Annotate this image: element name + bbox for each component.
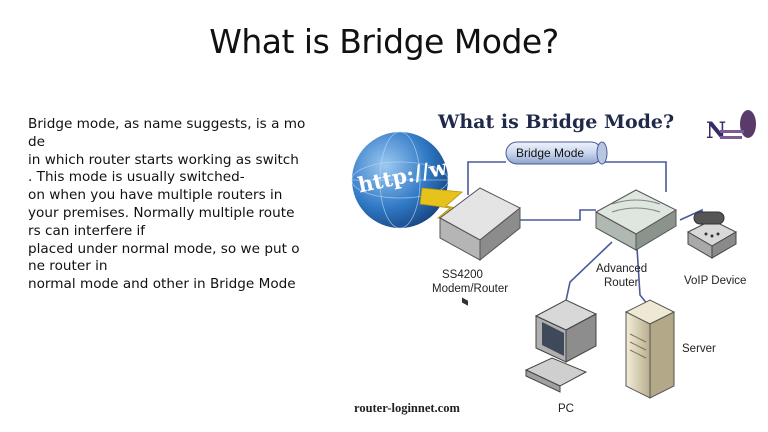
body-line: in which router starts working as switch [28,151,299,168]
router-label-2: Router [604,277,639,289]
voip-phone-icon [686,211,738,259]
body-text: Bridge mode, as name suggests, is a mo d… [28,116,348,294]
body-line: ne router in [28,258,108,275]
body-line: normal mode and other in Bridge Mode [28,276,296,293]
voip-label: VoIP Device [684,275,746,287]
logo-icon: N [702,108,758,148]
network-cables [467,161,703,311]
body-line: . This mode is usually switched- [28,169,245,186]
body-line: de [28,133,45,150]
server-icon [624,299,676,399]
server-label: Server [682,343,716,355]
body-line: your premises. Normally multiple route [28,204,295,221]
website-url: router-loginnet.com [354,401,460,415]
bridge-mode-tube: Bridge Mode [505,141,608,165]
body-line: placed under normal mode, so we put o [28,240,300,257]
modem-router-icon [439,187,521,306]
body-line: on when you have multiple routers in [28,187,283,204]
modem-label-2: Modem/Router [432,283,508,295]
pc-icon [524,299,598,393]
body-line: rs can interfere if [28,222,146,239]
modem-label-1: SS4200 [442,269,483,281]
bridge-mode-diagram: What is Bridge Mode? N Bridge Mode [350,100,768,420]
router-label-1: Advanced [596,263,647,275]
body-line: Bridge mode, as name suggests, is a mo [28,116,306,132]
slide-title: What is Bridge Mode? [209,22,559,61]
bridge-mode-label: Bridge Mode [516,146,584,160]
diagram-title: What is Bridge Mode? [437,111,674,133]
pc-label: PC [558,403,574,415]
advanced-router-icon [594,189,678,251]
